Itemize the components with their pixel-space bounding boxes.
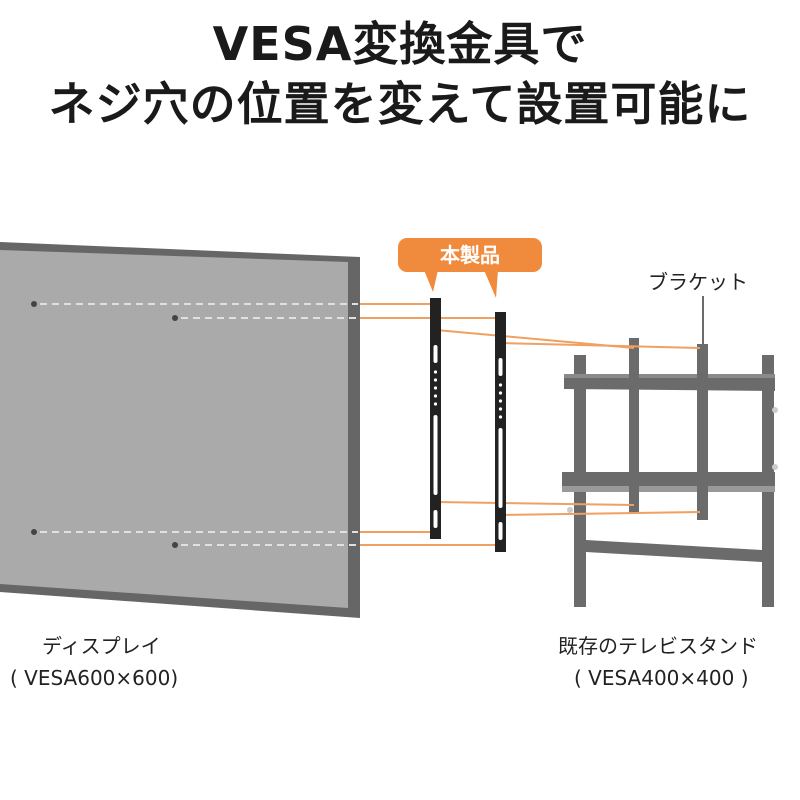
headline-line-1: VESA変換金具で (212, 17, 588, 71)
bracket-label: ブラケット (648, 270, 748, 294)
stand-shelf (562, 472, 775, 488)
display-dashed-guides (40, 303, 358, 546)
tv-stand-illustration (562, 338, 778, 607)
display-face (0, 250, 348, 608)
display-screw-hole (31, 529, 37, 535)
stand-crossbar-upper (564, 377, 775, 391)
display-screw-hole (31, 301, 37, 307)
stand-bracket-right (697, 344, 708, 520)
stand-shelf-edge (562, 486, 775, 492)
product-badge-label: 本製品 (440, 243, 500, 267)
product-bracket-right (495, 312, 506, 552)
headline: VESA変換金具で ネジ穴の位置を変えて設置可能に (0, 14, 800, 134)
stand-bracket-left (629, 338, 639, 513)
stand-spec-label: ( VESA400×400 ) (574, 666, 749, 690)
product-brackets (430, 298, 506, 552)
display-illustration (0, 242, 360, 618)
display-screw-hole (172, 542, 178, 548)
stand-crossbar-lower (586, 540, 762, 562)
display-spec-label: ( VESA600×600) (10, 666, 179, 690)
product-badge (398, 238, 542, 298)
stand-label: 既存のテレビスタンド (558, 634, 758, 658)
product-bracket-left (430, 298, 441, 539)
orange-guides-stand (435, 329, 701, 516)
stand-crossbar-upper-top (564, 374, 775, 378)
display-screw-hole (172, 315, 178, 321)
display-label: ディスプレイ (42, 634, 161, 658)
headline-line-2: ネジ穴の位置を変えて設置可能に (48, 77, 752, 131)
